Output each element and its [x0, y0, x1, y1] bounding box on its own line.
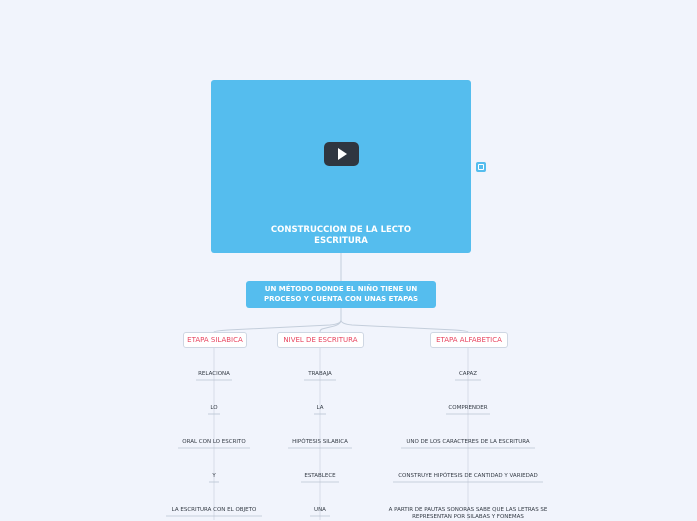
root-topic[interactable]: CONSTRUCCION DE LA LECTO ESCRITURA [211, 80, 471, 253]
leaf-item[interactable]: TRABAJA [308, 371, 332, 377]
connector-sub-branch-3 [340, 308, 469, 333]
leaf-underlines [166, 379, 543, 517]
play-icon[interactable] [324, 142, 359, 166]
connector-sub-branch-2 [319, 308, 342, 333]
leaf-item[interactable]: Y [212, 473, 216, 479]
leaf-item[interactable]: UNO DE LOS CARACTERES DE LA ESCRITURA [406, 439, 530, 445]
root-title: CONSTRUCCION DE LA LECTO ESCRITURA [270, 225, 412, 246]
link-icon[interactable] [476, 162, 486, 172]
leaf-item[interactable]: HIPÓTESIS SILABICA [292, 439, 348, 445]
branch-etapa-silabica[interactable]: ETAPA SILABICA [183, 332, 247, 348]
leaf-item[interactable]: UNA [314, 507, 326, 513]
leaf-item[interactable]: ESTABLECE [304, 473, 336, 479]
leaf-item[interactable]: LA ESCRITURA CON EL OBJETO [171, 507, 257, 513]
subtopic[interactable]: UN MÉTODO DONDE EL NIÑO TIENE UN PROCESO… [246, 281, 436, 308]
leaf-item[interactable]: A PARTIR DE PAUTAS SONORAS SABE QUE LAS … [388, 507, 548, 520]
leaf-item[interactable]: CONSTRUYE HIPÓTESIS DE CANTIDAD Y VARIED… [398, 473, 538, 479]
leaf-item[interactable]: RELACIONA [198, 371, 230, 377]
leaf-item[interactable]: COMPRENDER [448, 405, 488, 411]
branch-nivel-de-escritura[interactable]: NIVEL DE ESCRITURA [277, 332, 364, 348]
leaf-item[interactable]: CAPAZ [458, 371, 478, 377]
leaf-item[interactable]: LO [210, 405, 218, 411]
connector-sub-branch-1 [213, 308, 342, 333]
leaf-item[interactable]: LA [316, 405, 324, 411]
branch-etapa-alfabetica[interactable]: ETAPA ALFABETICA [430, 332, 508, 348]
leaf-item[interactable]: ORAL CON LO ESCRITO [182, 439, 246, 445]
